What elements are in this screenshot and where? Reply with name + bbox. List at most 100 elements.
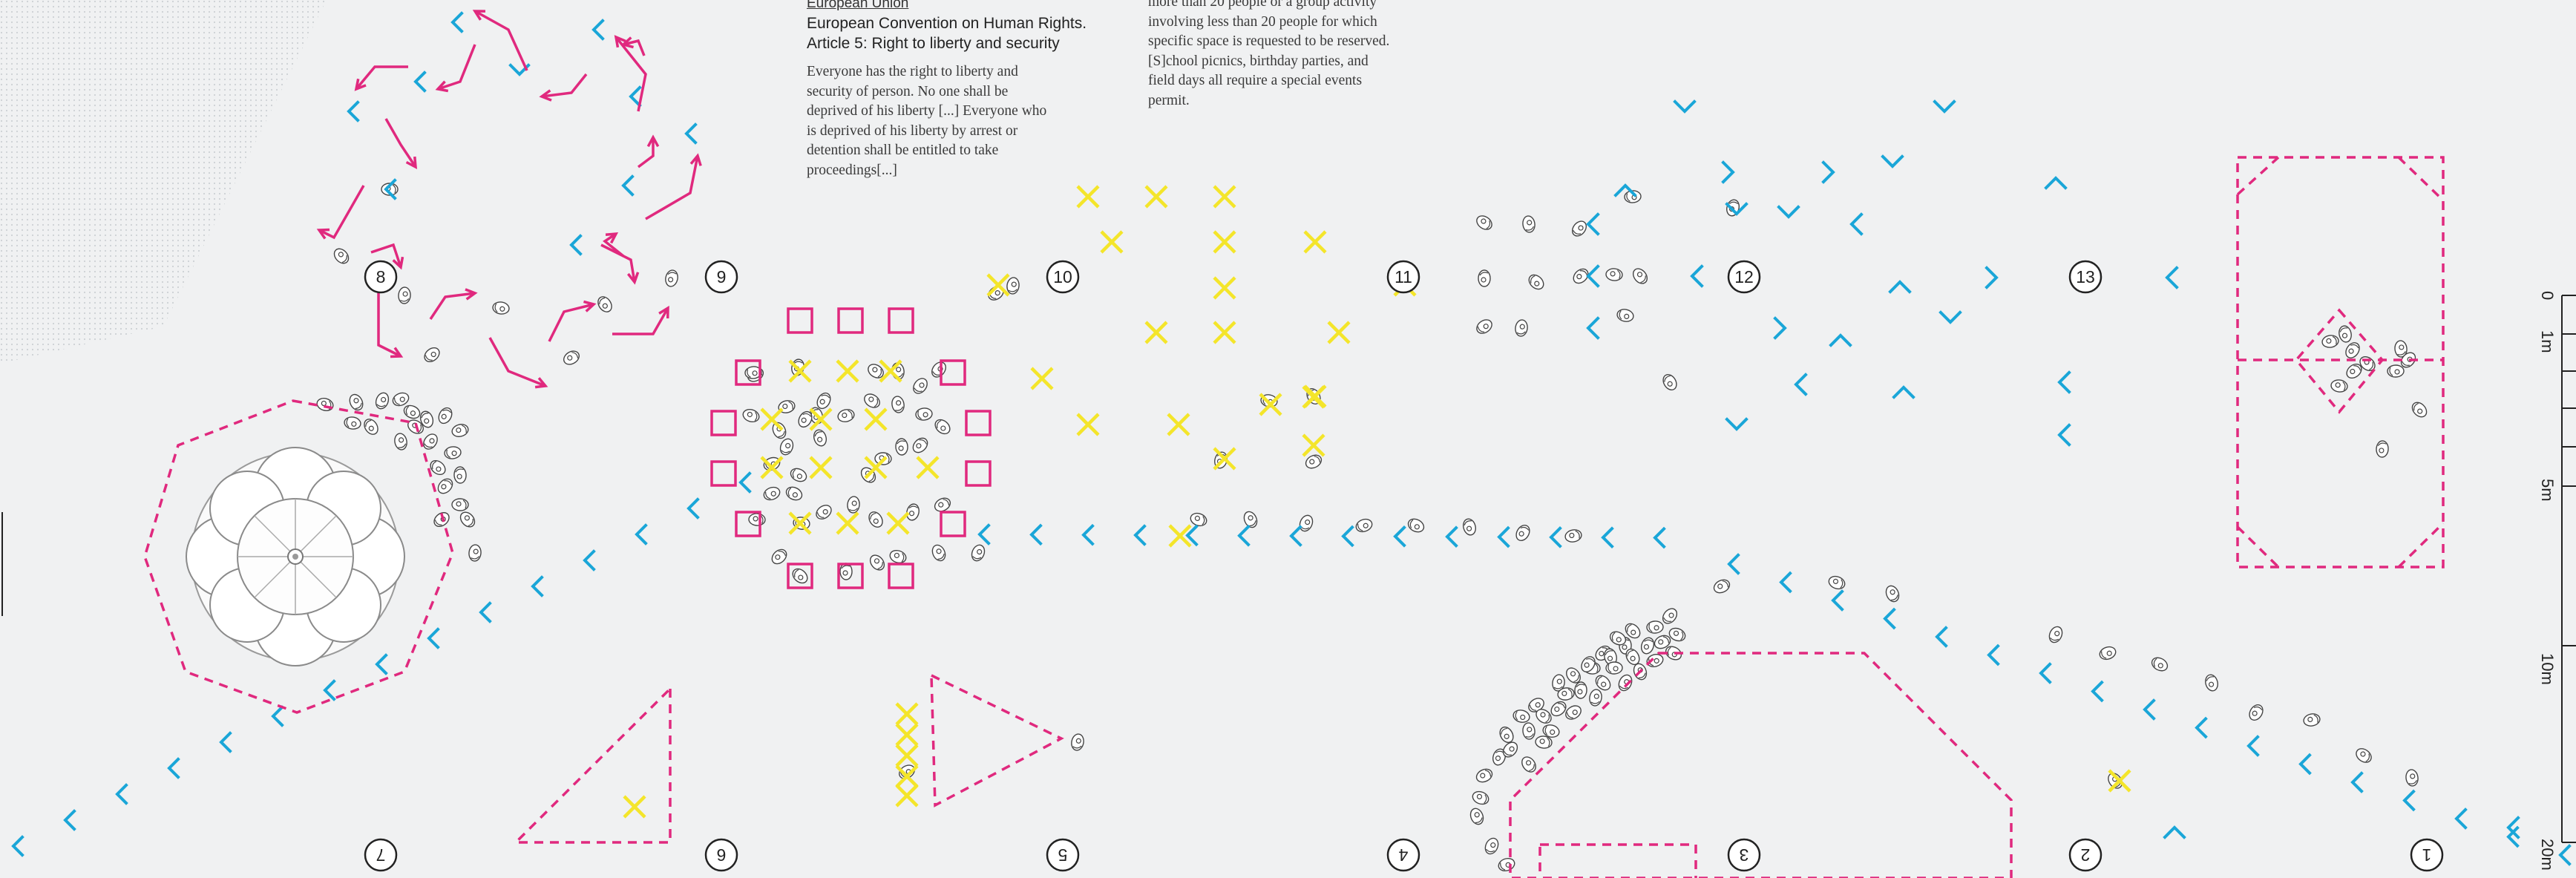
person-figure-icon bbox=[1478, 270, 1490, 286]
station-number: 4 bbox=[1398, 845, 1408, 865]
person-figure-icon bbox=[347, 393, 365, 413]
person-figure-icon bbox=[741, 407, 761, 424]
station-number: 3 bbox=[1740, 845, 1749, 865]
square-marker-icon bbox=[839, 309, 862, 332]
cross-marker-icon bbox=[1078, 186, 1098, 207]
person-figure-icon bbox=[436, 476, 456, 497]
chevron-marker-icon bbox=[686, 125, 695, 142]
person-figure-icon bbox=[784, 485, 804, 502]
station-number: 6 bbox=[717, 845, 727, 865]
cross-marker-icon bbox=[1214, 322, 1235, 343]
person-figure-icon bbox=[436, 406, 454, 426]
chevron-marker-icon bbox=[1883, 157, 1902, 166]
person-figure-icon bbox=[915, 407, 933, 421]
chevron-marker-icon bbox=[2046, 178, 2065, 188]
law-body: Everyone has the right to liberty and se… bbox=[807, 62, 1089, 180]
chevron-marker-icon bbox=[117, 785, 126, 803]
person-figure-icon bbox=[749, 513, 766, 525]
person-figure-icon bbox=[888, 548, 908, 565]
person-figure-icon bbox=[1631, 266, 1650, 286]
chevron-marker-icon bbox=[1032, 525, 1040, 543]
person-figure-icon bbox=[1519, 754, 1538, 774]
chevron-marker-icon bbox=[1937, 628, 1946, 646]
arrow-icon bbox=[386, 119, 416, 167]
chevron-marker-icon bbox=[1291, 527, 1300, 545]
chevron-marker-icon bbox=[1781, 574, 1790, 592]
circled-number-icon: 8 bbox=[365, 261, 396, 292]
law-body-line: Everyone has the right to liberty and bbox=[807, 64, 1018, 79]
person-figure-icon bbox=[1575, 682, 1587, 699]
cross-marker-icon bbox=[1078, 414, 1098, 435]
station-number: 10 bbox=[1053, 267, 1072, 286]
chevron-marker-icon bbox=[2197, 719, 2206, 737]
person-figure-icon bbox=[2098, 645, 2117, 661]
chevron-marker-icon bbox=[1551, 528, 1560, 546]
chevron-marker-icon bbox=[1588, 266, 1598, 286]
person-figure-icon bbox=[444, 446, 462, 460]
cross-marker-icon bbox=[1214, 186, 1235, 207]
chevron-marker-icon bbox=[571, 236, 580, 254]
person-figure-icon bbox=[458, 509, 478, 529]
circled-number-icon: 6 bbox=[706, 839, 737, 871]
chevron-marker-icon bbox=[1692, 266, 1702, 286]
chevron-marker-icon bbox=[1239, 527, 1248, 545]
chevron-marker-icon bbox=[1395, 528, 1404, 546]
chevron-marker-icon bbox=[980, 525, 989, 543]
person-figure-icon bbox=[1616, 308, 1635, 323]
person-figure-icon bbox=[1515, 319, 1529, 337]
person-figure-icon bbox=[1535, 736, 1553, 749]
circled-number-icon: 13 bbox=[2070, 261, 2101, 292]
chevron-marker-icon bbox=[1588, 318, 1598, 338]
person-figure-icon bbox=[391, 390, 411, 407]
permit-body: more than 20 people or a group activity … bbox=[1148, 0, 1445, 111]
person-figure-icon bbox=[332, 246, 352, 266]
circled-number-icon: 9 bbox=[706, 261, 737, 292]
cross-marker-icon bbox=[1032, 368, 1052, 389]
person-figure-icon bbox=[452, 499, 468, 511]
chevron-marker-icon bbox=[221, 733, 230, 751]
person-figure-icon bbox=[789, 466, 809, 484]
chevron-marker-icon bbox=[2059, 373, 2069, 392]
law-text-block: European Union European Convention on Hu… bbox=[807, 0, 1089, 180]
scale-bar bbox=[2562, 295, 2576, 842]
person-figure-icon bbox=[561, 348, 581, 367]
chevron-marker-icon bbox=[1135, 526, 1144, 544]
person-figure-icon bbox=[422, 345, 442, 364]
station-number: 11 bbox=[1394, 267, 1412, 286]
chevron-marker-icon bbox=[325, 681, 334, 699]
person-figure-icon bbox=[2330, 379, 2348, 393]
station-number: 1 bbox=[2422, 845, 2432, 865]
person-figure-icon bbox=[891, 396, 905, 413]
person-figure-icon bbox=[1304, 453, 1324, 471]
cross-marker-icon bbox=[897, 724, 917, 745]
person-figure-icon bbox=[969, 543, 986, 563]
chevron-marker-icon bbox=[2041, 664, 2050, 682]
station-number: 2 bbox=[2081, 845, 2091, 865]
person-figure-icon bbox=[664, 269, 679, 288]
person-figure-icon bbox=[762, 485, 781, 502]
person-figure-icon bbox=[2203, 673, 2219, 692]
person-figure-icon bbox=[492, 301, 510, 315]
inner-rectangle bbox=[1540, 845, 1696, 878]
person-figure-icon bbox=[862, 391, 882, 410]
person-figure-icon bbox=[2150, 655, 2170, 673]
permit-text-block: more than 20 people or a group activity … bbox=[1148, 0, 1445, 111]
cross-marker-icon bbox=[897, 785, 917, 806]
person-figure-icon bbox=[1827, 574, 1846, 592]
person-figure-icon bbox=[468, 544, 482, 561]
square-layer bbox=[712, 309, 990, 588]
station-number: 7 bbox=[376, 845, 386, 865]
square-marker-icon bbox=[966, 411, 990, 435]
cross-marker-icon bbox=[1214, 232, 1235, 252]
cross-marker-icon bbox=[897, 704, 917, 724]
chevron-marker-icon bbox=[377, 655, 386, 673]
chevron-marker-icon bbox=[1775, 318, 1785, 338]
person-figure-icon bbox=[1660, 606, 1679, 626]
person-figure-icon bbox=[1242, 510, 1259, 530]
person-figure-icon bbox=[374, 391, 391, 410]
person-figure-icon bbox=[790, 566, 810, 586]
chevron-marker-icon bbox=[1894, 387, 1913, 397]
person-figure-icon bbox=[836, 408, 855, 424]
